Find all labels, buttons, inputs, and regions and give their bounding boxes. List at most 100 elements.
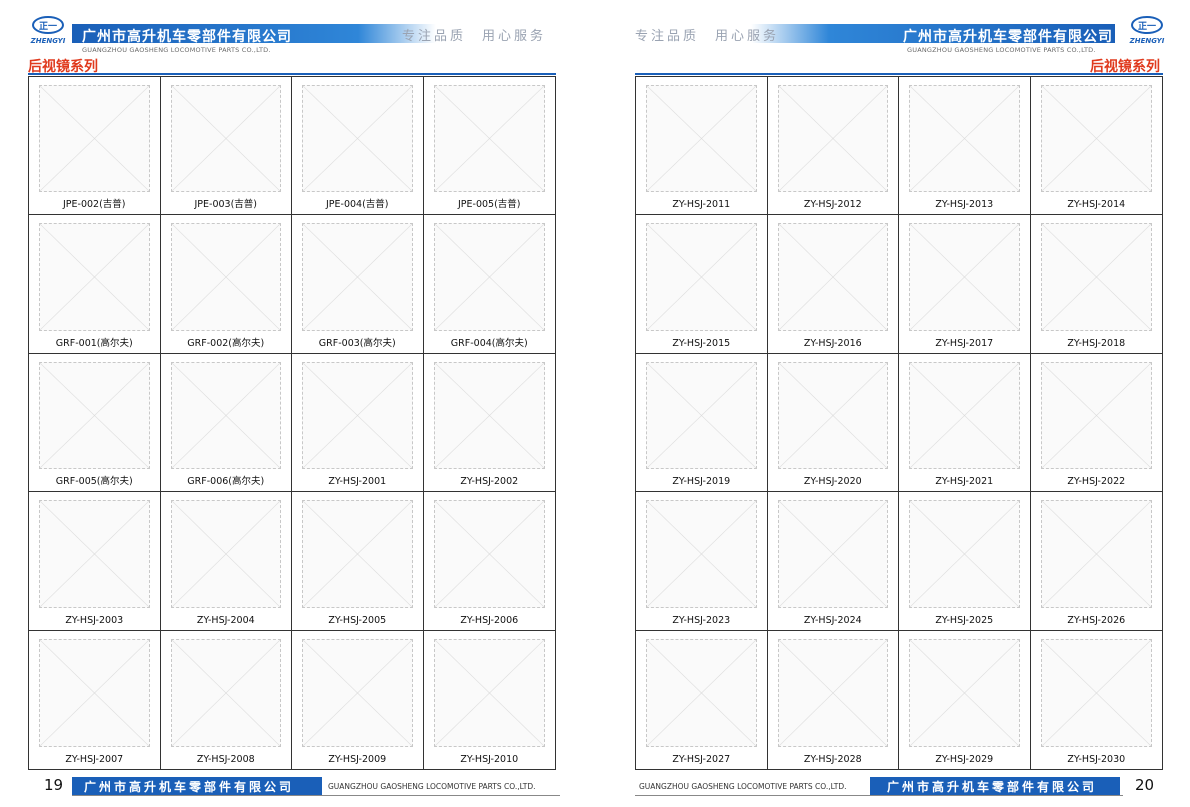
product-photo <box>777 500 888 608</box>
product-code: ZY-HSJ-2010 <box>460 753 519 765</box>
product-cell: ZY-HSJ-2026 <box>1030 492 1162 631</box>
product-cell: ZY-HSJ-2028 <box>768 630 899 769</box>
product-photo <box>39 85 150 193</box>
product-photo <box>302 500 413 608</box>
product-photo <box>777 638 888 747</box>
product-cell: ZY-HSJ-2005 <box>292 492 424 631</box>
logo-emblem <box>1131 16 1163 34</box>
product-code: ZY-HSJ-2008 <box>196 753 255 765</box>
company-name-en: GUANGZHOU GAOSHENG LOCOMOTIVE PARTS CO.,… <box>907 46 1096 54</box>
product-code: ZY-HSJ-2021 <box>935 476 994 488</box>
product-photo <box>909 500 1020 608</box>
product-photo <box>302 361 413 470</box>
product-code: JPE-002(吉普) <box>62 199 126 211</box>
product-cell: ZY-HSJ-2003 <box>29 492 161 631</box>
product-cell: JPE-002(吉普) <box>29 77 161 216</box>
footer-bar <box>870 777 1120 795</box>
product-photo <box>302 223 413 331</box>
product-photo <box>433 85 545 193</box>
product-cell: ZY-HSJ-2013 <box>899 77 1031 216</box>
product-cell: ZY-HSJ-2015 <box>636 215 768 354</box>
header-bar <box>72 24 592 43</box>
product-photo <box>909 638 1020 747</box>
product-code: GRF-002(高尔夫) <box>187 337 265 349</box>
slogan: 专注品质 用心服务 <box>635 29 780 44</box>
product-photo <box>433 223 545 331</box>
logo-mark: 正一 <box>1137 22 1156 32</box>
product-cell: ZY-HSJ-2008 <box>161 630 292 769</box>
product-cell: ZY-HSJ-2024 <box>767 492 899 631</box>
product-code: GRF-003(高尔夫) <box>318 337 396 349</box>
product-photo <box>909 85 1020 193</box>
product-photo <box>646 223 757 331</box>
product-cell: JPE-003(吉普) <box>160 77 292 216</box>
product-cell: GRF-001(高尔夫) <box>29 215 161 354</box>
logo-mark: 正一 <box>38 22 57 32</box>
product-code: JPE-003(吉普) <box>194 199 257 211</box>
product-cell: ZY-HSJ-2009 <box>292 630 424 769</box>
product-photo <box>170 638 281 747</box>
product-code: ZY-HSJ-2014 <box>1067 199 1126 211</box>
product-code: ZY-HSJ-2024 <box>803 614 862 626</box>
product-photo <box>302 638 413 747</box>
product-photo <box>170 361 281 470</box>
product-photo <box>777 85 888 193</box>
product-cell: ZY-HSJ-2020 <box>767 353 899 493</box>
product-code: ZY-HSJ-2011 <box>672 199 731 211</box>
product-photo <box>1040 638 1152 747</box>
product-cell: ZY-HSJ-2018 <box>1030 215 1162 354</box>
product-photo <box>646 361 757 470</box>
product-photo <box>302 85 413 193</box>
product-cell: GRF-006(高尔夫) <box>160 353 292 493</box>
product-code: ZY-HSJ-2016 <box>803 337 862 349</box>
product-code: GRF-001(高尔夫) <box>55 337 133 349</box>
catalog-page-right: 广州市高升机车零部件有限公司 GUANGZHOU GAOSHENG LOCOMO… <box>595 0 1190 807</box>
product-cell: ZY-HSJ-2016 <box>767 215 899 354</box>
product-photo <box>39 361 150 470</box>
product-code: ZY-HSJ-2007 <box>65 753 124 765</box>
footer-company-cn: 广州市高升机车零部件有限公司 <box>84 780 295 794</box>
logo-text: ZHENGYI <box>30 37 66 45</box>
product-code: ZY-HSJ-2017 <box>935 337 994 349</box>
product-code: ZY-HSJ-2023 <box>672 614 731 626</box>
slogan: 专注品质 用心服务 <box>402 29 547 44</box>
product-cell: GRF-004(高尔夫) <box>423 215 555 354</box>
page-number: 19 <box>44 776 64 794</box>
section-title: 后视镜系列 <box>28 59 98 75</box>
footer-bar <box>72 777 322 795</box>
company-name-en: GUANGZHOU GAOSHENG LOCOMOTIVE PARTS CO.,… <box>82 46 271 54</box>
product-code: GRF-006(高尔夫) <box>187 476 265 488</box>
product-photo <box>1040 223 1152 331</box>
product-photo <box>39 500 150 608</box>
product-code: ZY-HSJ-2018 <box>1067 337 1126 349</box>
title-rule <box>635 73 1163 75</box>
product-cell: GRF-002(高尔夫) <box>160 215 292 354</box>
company-logo: 正一 ZHENGYI <box>1125 16 1169 50</box>
product-code: ZY-HSJ-2013 <box>935 199 994 211</box>
footer-company-en: GUANGZHOU GAOSHENG LOCOMOTIVE PARTS CO.,… <box>639 782 847 791</box>
product-code: ZY-HSJ-2009 <box>328 753 387 765</box>
footer-rule <box>72 795 560 796</box>
product-code: GRF-004(高尔夫) <box>450 337 528 349</box>
product-code: ZY-HSJ-2027 <box>672 753 731 765</box>
company-name-cn: 广州市高升机车零部件有限公司 <box>82 29 292 45</box>
product-photo <box>170 223 281 331</box>
product-cell: ZY-HSJ-2006 <box>423 492 555 631</box>
product-cell: ZY-HSJ-2029 <box>899 630 1031 769</box>
product-code: ZY-HSJ-2012 <box>803 199 862 211</box>
product-code: JPE-004(吉普) <box>325 199 389 211</box>
product-photo <box>646 500 757 608</box>
product-photo <box>777 223 888 331</box>
product-photo <box>433 361 545 470</box>
product-code: ZY-HSJ-2002 <box>460 476 519 488</box>
product-photo <box>1040 500 1152 608</box>
product-cell: GRF-005(高尔夫) <box>29 353 161 493</box>
product-code: ZY-HSJ-2005 <box>328 614 387 626</box>
section-title: 后视镜系列 <box>1090 59 1160 75</box>
product-code: ZY-HSJ-2025 <box>935 614 994 626</box>
product-photo <box>1040 85 1152 193</box>
product-photo <box>170 500 281 608</box>
product-code: ZY-HSJ-2003 <box>65 614 124 626</box>
product-photo <box>909 361 1020 470</box>
product-cell: GRF-003(高尔夫) <box>292 215 424 354</box>
